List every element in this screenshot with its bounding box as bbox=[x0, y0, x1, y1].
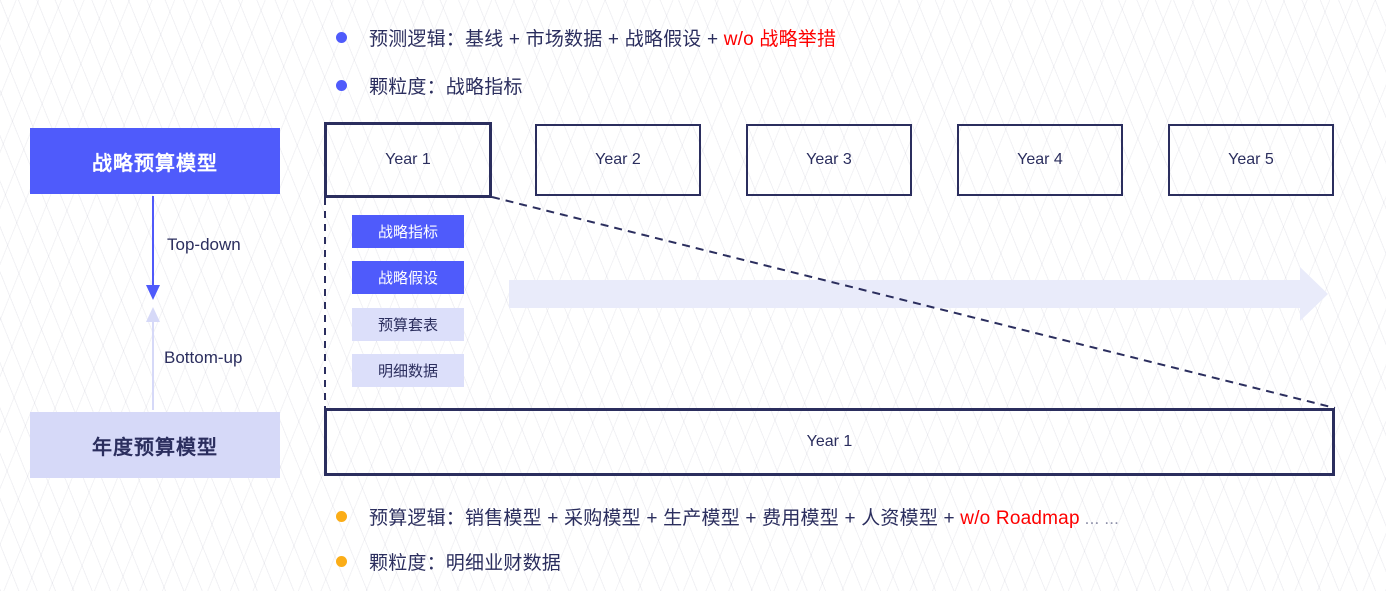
year-box-5-label: Year 5 bbox=[1228, 151, 1274, 168]
tag-detail-data[interactable]: 明细数据 bbox=[352, 354, 464, 387]
detail-year-box[interactable]: Year 1 bbox=[324, 408, 1335, 476]
year-box-4-label: Year 4 bbox=[1017, 151, 1063, 168]
bottom-bullet-row-2: 颗粒度：明细业财数据 bbox=[336, 548, 561, 575]
blue-bullet-icon bbox=[336, 32, 347, 43]
tag-strategic-metrics-label: 战略指标 bbox=[377, 224, 438, 241]
top-bullet-text-1: 预测逻辑：基线 + 市场数据 + 战略假设 + w/o 战略举措 bbox=[369, 29, 837, 50]
tag-strategic-assumptions-label: 战略假设 bbox=[377, 270, 438, 287]
bottom-bullet-row-1: 预算逻辑：销售模型 + 采购模型 + 生产模型 + 费用模型 + 人资模型 + … bbox=[336, 503, 1119, 530]
year-box-3[interactable]: Year 3 bbox=[746, 124, 912, 196]
bottom-bullet-text-2: 颗粒度：明细业财数据 bbox=[369, 553, 562, 574]
bottom-bullet-text-1: 预算逻辑：销售模型 + 采购模型 + 生产模型 + 费用模型 + 人资模型 + … bbox=[369, 508, 1120, 529]
year-box-4[interactable]: Year 4 bbox=[957, 124, 1123, 196]
strategic-budget-model-label: 战略预算模型 bbox=[92, 152, 218, 175]
tag-strategic-assumptions[interactable]: 战略假设 bbox=[352, 261, 464, 294]
year-box-1[interactable]: Year 1 bbox=[324, 122, 492, 198]
tag-budget-sheets-label: 预算套表 bbox=[377, 317, 438, 334]
year-box-3-label: Year 3 bbox=[806, 151, 852, 168]
top-bullet-text-2: 颗粒度：战略指标 bbox=[369, 77, 523, 98]
year-box-2[interactable]: Year 2 bbox=[535, 124, 701, 196]
arrow-up-icon bbox=[146, 307, 160, 322]
detail-year-box-label: Year 1 bbox=[806, 433, 853, 450]
annual-budget-model-box[interactable]: 年度预算模型 bbox=[30, 412, 280, 478]
timeline-right-arrow-icon bbox=[509, 267, 1328, 321]
tag-budget-sheets[interactable]: 预算套表 bbox=[352, 308, 464, 341]
arrow-down-icon bbox=[146, 285, 160, 300]
year-box-1-label: Year 1 bbox=[385, 151, 431, 168]
top-bullet-row-2: 颗粒度：战略指标 bbox=[336, 72, 523, 99]
amber-bullet-icon bbox=[336, 511, 347, 522]
annual-budget-model-label: 年度预算模型 bbox=[92, 436, 218, 459]
top-bullet-row-1: 预测逻辑：基线 + 市场数据 + 战略假设 + w/o 战略举措 bbox=[336, 24, 836, 51]
strategic-budget-model-box[interactable]: 战略预算模型 bbox=[30, 128, 280, 194]
bottom-up-label: Bottom-up bbox=[164, 348, 243, 367]
tag-detail-data-label: 明细数据 bbox=[377, 363, 438, 380]
tag-strategic-metrics[interactable]: 战略指标 bbox=[352, 215, 464, 248]
dashed-diagonal-connector bbox=[491, 196, 1336, 409]
amber-bullet-icon bbox=[336, 556, 347, 567]
top-down-label: Top-down bbox=[167, 235, 241, 254]
year-box-2-label: Year 2 bbox=[595, 151, 641, 168]
blue-bullet-icon bbox=[336, 80, 347, 91]
year-box-5[interactable]: Year 5 bbox=[1168, 124, 1334, 196]
